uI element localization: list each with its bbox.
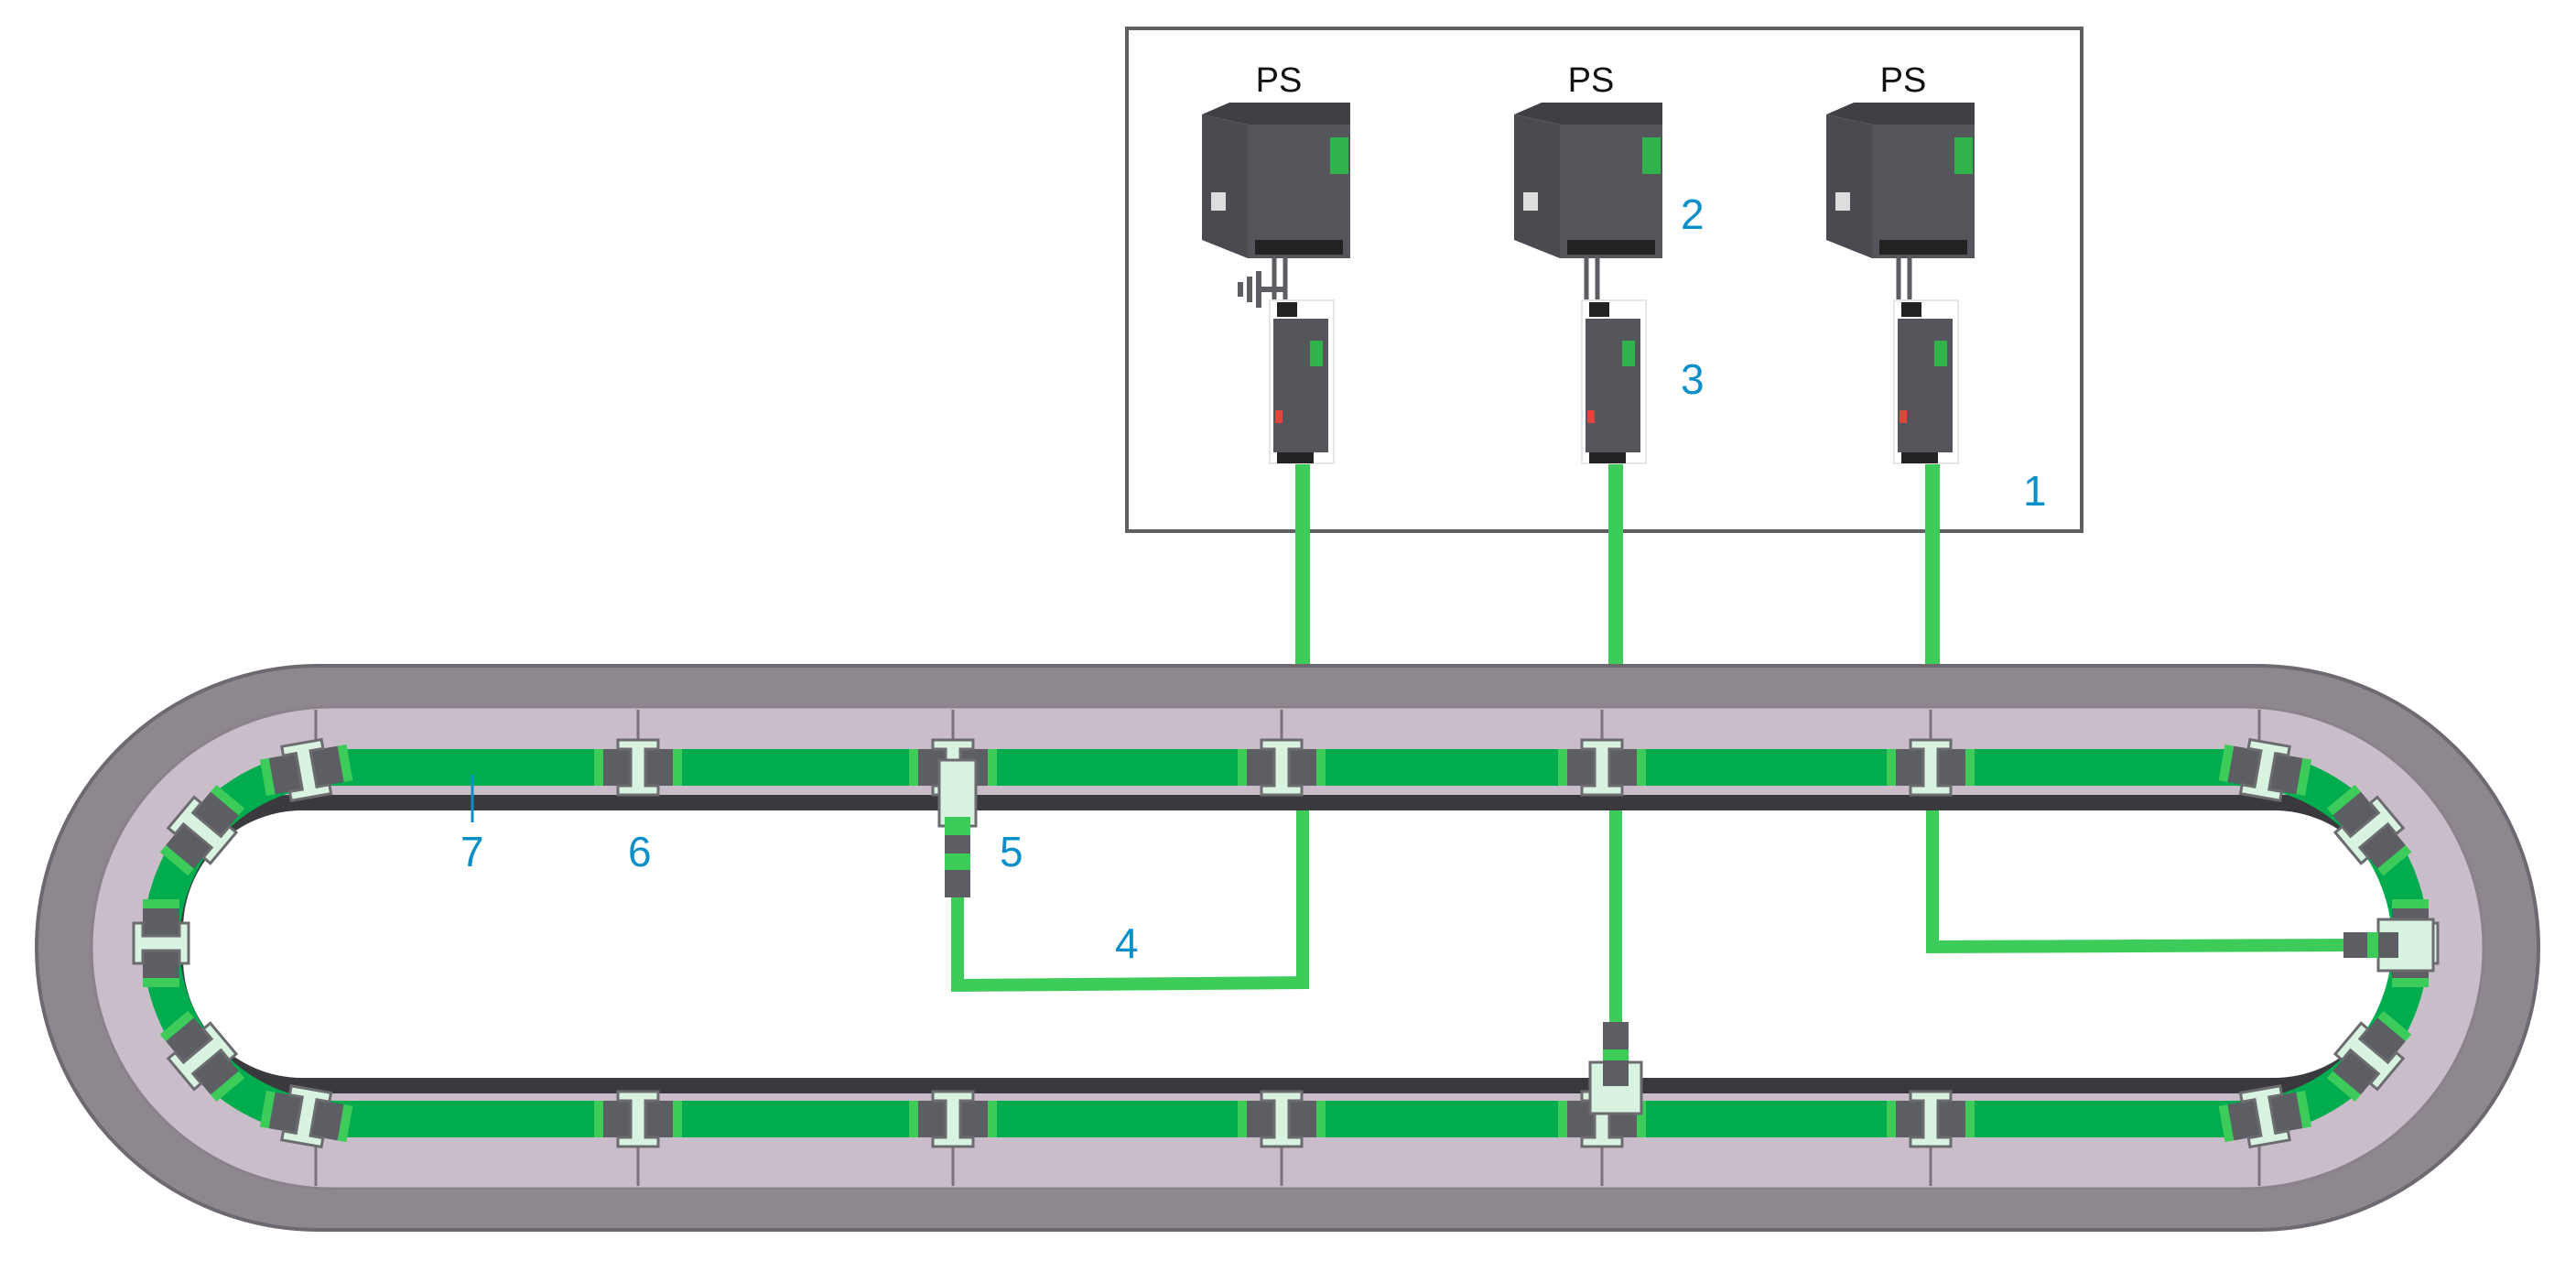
bus-connector [2326, 1010, 2412, 1103]
bus-connector [1238, 1090, 1326, 1148]
cable-right-drop [1926, 810, 2354, 954]
bus-connector [1558, 738, 1646, 797]
callout-1: 1 [2023, 467, 2047, 515]
t-connector-right [2343, 918, 2435, 973]
bus-connector [2326, 784, 2412, 876]
bus-connector [1238, 738, 1326, 797]
feed-cables [1295, 463, 1940, 667]
bus-connector [159, 1010, 245, 1103]
bus-connector [2218, 737, 2312, 803]
ground-icon [1238, 271, 1283, 308]
power-supply-1 [1202, 103, 1350, 304]
bus-connector [2218, 1083, 2312, 1149]
cable-4 [951, 810, 1309, 993]
bus-connector [909, 1090, 997, 1148]
dc-converter-1 [1269, 299, 1335, 464]
callout-7: 7 [460, 828, 484, 875]
callout-3: 3 [1681, 355, 1705, 403]
bus-connector [159, 784, 245, 876]
dc-converter-3 [1893, 299, 1959, 464]
ps-label-2: PS [1568, 61, 1615, 100]
power-supply-2 [1514, 103, 1662, 304]
t-connector-middle [1588, 1022, 1643, 1115]
callout-4: 4 [1115, 919, 1139, 967]
ps-label-3: PS [1880, 61, 1927, 100]
bus-connector [594, 738, 682, 797]
power-supply-3 [1826, 103, 1975, 304]
devices [1202, 103, 1975, 464]
t-connector-5 [937, 758, 978, 897]
callout-6: 6 [628, 828, 652, 875]
bus-connector [1887, 738, 1975, 797]
bus-connector [259, 737, 353, 803]
callout-2: 2 [1681, 190, 1705, 238]
callout-5: 5 [1000, 828, 1023, 875]
bus-connector [132, 899, 190, 987]
track-inner-opening [183, 810, 2393, 1078]
internal-cables [951, 810, 2354, 1035]
ps-label-1: PS [1256, 61, 1303, 100]
bus-connector [594, 1090, 682, 1148]
cabinet-enclosure [1125, 27, 2084, 533]
bus-connector [259, 1083, 353, 1149]
dc-converter-2 [1581, 299, 1647, 464]
bus-connector [1887, 1090, 1975, 1148]
